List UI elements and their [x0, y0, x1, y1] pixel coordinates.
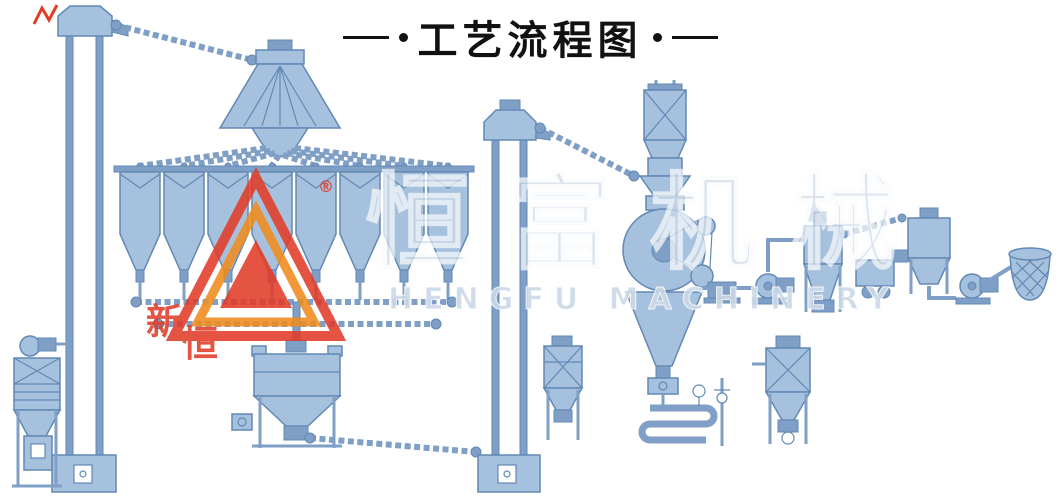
bucket-elevator-left [51, 5, 129, 493]
dust-filter-left [12, 335, 68, 488]
discharge-conveyor [304, 432, 482, 458]
fan-1 [751, 273, 795, 305]
bucket-elevator-center [477, 99, 551, 493]
bin-to-fan-duct [927, 286, 956, 300]
weighing-mixer [231, 339, 343, 448]
basket [1008, 247, 1052, 301]
inclined-conveyor-2 [534, 122, 640, 182]
filter-unit-small [542, 335, 584, 440]
logo-triangle-outer [165, 167, 347, 341]
pipe-coil [638, 378, 730, 446]
logo-triangle-middle [190, 200, 322, 327]
distribution-chains [136, 145, 452, 170]
hammer-mill [622, 208, 741, 304]
bag-filter [752, 335, 812, 445]
storage-bin [383, 171, 425, 283]
logo-cn-char-1: 新 [146, 302, 182, 343]
fan-to-cyclone-duct [766, 238, 806, 272]
logo-triangle-inner [220, 240, 292, 308]
logo-watermark: ® 新 恒 [146, 167, 347, 365]
transfer-chain [839, 213, 907, 239]
registered-mark: ® [318, 177, 334, 196]
pulse-filter-top [638, 80, 692, 211]
surge-bin [906, 207, 952, 294]
red-mark [32, 4, 59, 25]
storage-bin [339, 171, 381, 283]
rotary-feeder [855, 249, 909, 299]
storage-bin [427, 171, 469, 283]
storage-bins [113, 165, 475, 283]
cyclone [802, 211, 844, 313]
mill-discharge-cone [624, 291, 704, 395]
inclined-conveyor-1 [110, 19, 258, 66]
logo-cn-char-2: 恒 [182, 324, 218, 365]
storage-bin [119, 171, 161, 283]
storage-bin [163, 171, 205, 283]
